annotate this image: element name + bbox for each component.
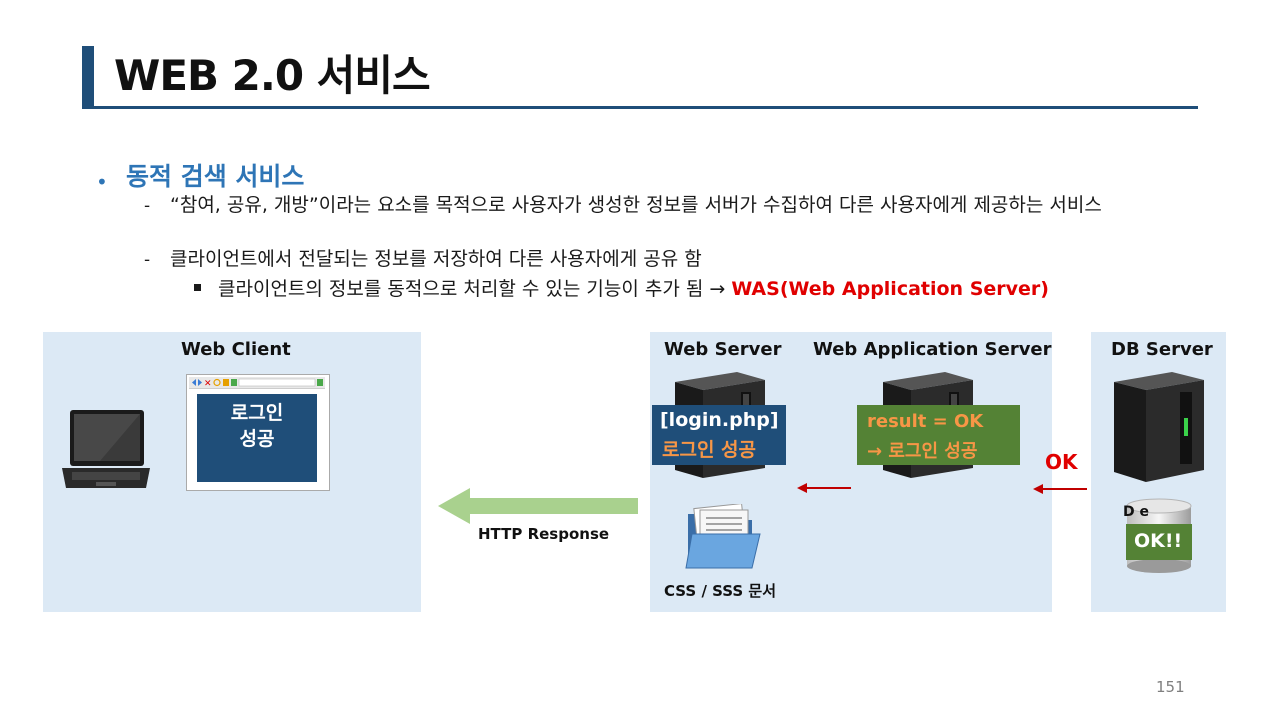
was-result-line1: result = OK xyxy=(867,411,984,432)
db-server-icon xyxy=(1114,372,1204,482)
slide-title: WEB 2.0 서비스 xyxy=(114,51,431,100)
database-label: D e xyxy=(1123,504,1149,520)
login-success-line2: 성공 xyxy=(239,428,275,450)
http-response-label: HTTP Response xyxy=(478,525,610,543)
css-document-label: CSS / SSS 문서 xyxy=(664,582,777,600)
browser-window: ✕ 로그인 성공 xyxy=(186,374,330,491)
db-ok-box: OK!! xyxy=(1126,524,1192,560)
sub-sub-bullet-text: 클라이언트의 정보를 동적으로 처리할 수 있는 기능이 추가 됨 → xyxy=(218,278,732,300)
title-underline xyxy=(82,106,1198,109)
db-to-was-arrow xyxy=(1033,484,1087,494)
http-response-arrow xyxy=(438,488,638,524)
sub-bullet-text: “참여, 공유, 개방”이라는 요소를 목적으로 사용자가 생성한 정보를 서버… xyxy=(170,194,1102,216)
login-success-text: 로그인 성공 xyxy=(197,400,317,452)
page-number: 151 xyxy=(1156,678,1185,696)
login-php-filename: [login.php] xyxy=(660,409,779,431)
sub-sub-bullet: 클라이언트의 정보를 동적으로 처리할 수 있는 기능이 추가 됨 → WAS(… xyxy=(218,278,1049,300)
browser-content: 로그인 성공 xyxy=(197,394,317,482)
was-label: Web Application Server xyxy=(813,339,1052,360)
was-result-line2: → 로그인 성공 xyxy=(867,441,978,462)
browser-toolbar: ✕ xyxy=(189,377,325,389)
was-to-web-arrow xyxy=(797,483,851,493)
login-success-line1: 로그인 xyxy=(230,402,284,424)
was-highlight: WAS(Web Application Server) xyxy=(731,278,1049,300)
sub-sub-bullet-square xyxy=(194,284,201,291)
db-ok-text: OK!! xyxy=(1134,530,1183,552)
sub-bullet-text: 클라이언트에서 전달되는 정보를 저장하여 다른 사용자에게 공유 함 xyxy=(170,248,702,270)
browser-toolbar-icons: ✕ xyxy=(192,378,323,388)
bullet-dot: • xyxy=(96,170,108,194)
bullet-heading: 동적 검색 서비스 xyxy=(126,162,305,191)
web-server-label: Web Server xyxy=(664,339,782,360)
svg-text:✕: ✕ xyxy=(204,379,212,388)
ok-label: OK xyxy=(1045,450,1078,474)
login-php-box: [login.php] 로그인 성공 xyxy=(652,405,786,465)
db-server-label: DB Server xyxy=(1111,339,1213,360)
laptop-icon xyxy=(62,410,150,488)
web-client-label: Web Client xyxy=(181,339,291,360)
sub-bullet-dash: - xyxy=(144,196,151,216)
folder-documents-icon xyxy=(685,504,761,569)
login-php-result: 로그인 성공 xyxy=(662,439,757,461)
title-accent-bar xyxy=(82,46,94,108)
was-result-box: result = OK → 로그인 성공 xyxy=(857,405,1020,465)
sub-bullet-dash: - xyxy=(144,250,151,270)
